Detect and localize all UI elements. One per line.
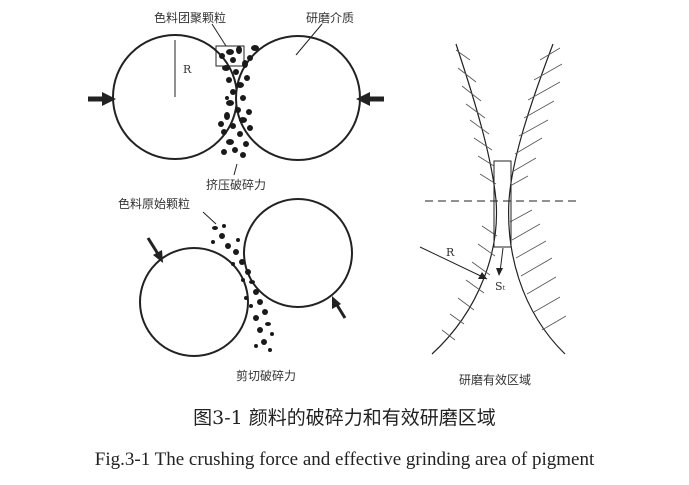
leader-agglomerate [211, 23, 227, 47]
agglomerate-particles [218, 45, 259, 158]
shear-arrow-upper [146, 237, 163, 263]
force-arrow-left [88, 92, 116, 106]
shear-diagram: 色料原始颗粒 剪切破碎力 [118, 196, 353, 383]
grinding-ball-top-right [235, 35, 361, 161]
ball-surface-right [508, 43, 566, 355]
hatch-left [441, 49, 498, 341]
label-pigment-agglomerate: 色料团聚颗粒 [154, 10, 226, 25]
radius-arrow-head [478, 272, 487, 279]
label-shear-force: 剪切破碎力 [236, 368, 296, 383]
caption-chinese: 图3-1 颜料的破碎力和有效研磨区域 [193, 407, 496, 429]
effective-zone-box [493, 160, 512, 248]
radius-line-right [419, 246, 488, 280]
grinding-ball-bottom-right [243, 198, 353, 308]
leader-media [295, 23, 323, 56]
ball-surface-left [431, 43, 498, 355]
particle-zone-frame-top [215, 45, 245, 67]
label-effective-zone: 研磨有效区域 [459, 372, 531, 387]
gap-label: Sₜ [495, 280, 506, 293]
effective-zone-diagram [419, 43, 578, 355]
hatch-right [509, 47, 567, 331]
radius-label-right: R [446, 246, 455, 259]
label-grinding-media: 研磨介质 [306, 11, 354, 25]
grinding-ball-bottom-left [139, 247, 249, 357]
leader-squeeze [233, 163, 238, 176]
label-pigment-primary: 色料原始颗粒 [118, 196, 190, 211]
gap-arrow-head [496, 268, 503, 276]
force-arrow-right [356, 92, 384, 106]
caption-english: Fig.3-1 The crushing force and effective… [94, 449, 595, 470]
label-squeeze-force: 挤压破碎力 [206, 177, 266, 192]
shear-arrow-lower [332, 296, 347, 319]
primary-particles [211, 224, 274, 352]
squeeze-diagram: R [88, 10, 384, 192]
leader-primary [202, 211, 217, 225]
radius-label-top: R [183, 63, 192, 76]
